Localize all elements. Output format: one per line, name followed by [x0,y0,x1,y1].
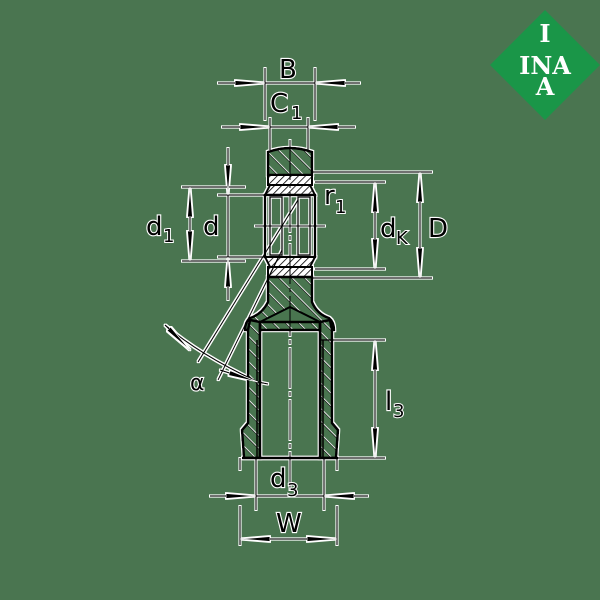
label-b: B [279,55,297,85]
label-l3: l 3 [384,386,406,423]
svg-text:K: K [396,228,409,249]
label-d-outer: D [428,214,448,244]
label-d3: d 3 [269,463,300,502]
svg-text:1: 1 [291,103,302,124]
svg-text:3: 3 [287,480,298,501]
label-d: d [203,212,220,242]
label-d1: d 1 [145,211,176,248]
svg-text:1: 1 [163,226,174,247]
label-w: W [276,509,302,539]
svg-text:1: 1 [335,197,346,218]
svg-text:r: r [324,181,335,211]
logo-letter-a: A [535,72,555,101]
label-dk: d K [379,213,410,250]
svg-text:l: l [385,387,392,417]
logo-letter-i: I [539,19,550,48]
logo-letters-ina: INA [519,51,571,80]
label-c1: C 1 [269,88,304,125]
label-alpha: α [190,371,205,396]
drawing-lines [164,68,432,545]
svg-text:C: C [270,89,288,119]
logo-diamond [490,10,600,120]
svg-text:d: d [146,212,163,242]
ina-logo: I INA A [490,10,600,120]
svg-text:d: d [380,214,397,244]
svg-text:d: d [270,464,287,494]
svg-text:3: 3 [393,401,404,422]
label-r1: r 1 [323,180,348,219]
